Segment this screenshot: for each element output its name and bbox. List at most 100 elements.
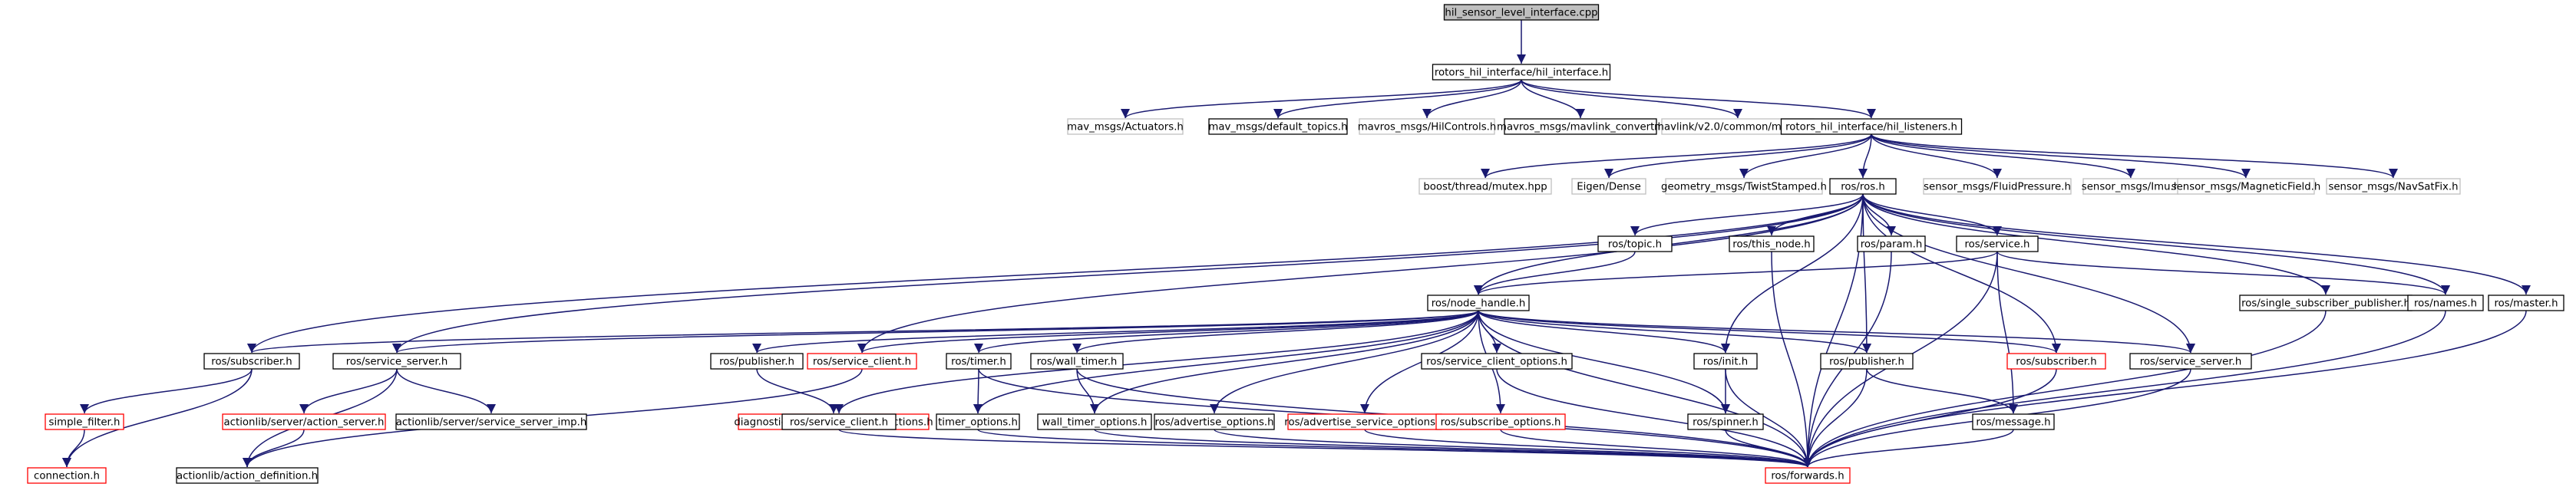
node-box: [45, 413, 124, 430]
edge-n17-to-n49: [1771, 251, 1812, 468]
node-n21[interactable]: ros/single_subscriber_publisher.h: [2239, 295, 2413, 311]
edge-n07-to-n09: [1604, 133, 1872, 179]
edge-n01-to-n02: [1121, 79, 1522, 119]
node-label: actionlib/action_definition.h: [177, 471, 318, 482]
node-n07[interactable]: rotors_hil_interface/hil_listeners.h: [1780, 118, 1963, 135]
edge-n11-to-n22: [1862, 193, 2450, 295]
edge-n01-to-n04: [1422, 79, 1522, 119]
node-n00[interactable]: hil_sensor_level_interface.cpp: [1443, 4, 1600, 21]
edge-n28-to-n40: [973, 368, 983, 414]
edge-n19-to-n20: [1474, 251, 1998, 295]
node-label: mavros_msgs/mavlink_convert.h: [1497, 122, 1664, 133]
node-n46[interactable]: ros/message.h: [1972, 413, 2055, 430]
node-n29[interactable]: ros/wall_timer.h: [1030, 353, 1124, 370]
node-box: [781, 413, 897, 430]
node-box: [1829, 178, 1897, 195]
node-n42[interactable]: ros/advertise_options.h: [1154, 413, 1275, 430]
node-n26[interactable]: ros/publisher.h: [710, 353, 804, 370]
node-n34[interactable]: ros/service_server.h: [2129, 353, 2252, 370]
node-box: [1030, 353, 1124, 370]
node-label: actionlib/server/service_server_imp.h: [396, 417, 587, 429]
node-box: [27, 467, 107, 484]
node-box: [2177, 178, 2315, 195]
edge-n32-to-n46: [1866, 368, 2018, 414]
node-n15: sensor_msgs/NavSatFix.h: [2326, 178, 2461, 195]
node-box: [807, 353, 917, 370]
node-n30[interactable]: ros/service_client_options.h: [1421, 353, 1573, 370]
node-label: rotors_hil_interface/hil_listeners.h: [1785, 122, 1957, 133]
node-n25[interactable]: ros/service_server.h: [332, 353, 461, 370]
node-n01[interactable]: rotors_hil_interface/hil_interface.h: [1432, 64, 1611, 81]
node-box: [936, 413, 1020, 430]
node-box: [1421, 353, 1573, 370]
node-n32[interactable]: ros/publisher.h: [1820, 353, 1914, 370]
edge-n32-to-n49: [1803, 368, 1868, 468]
edge-n11-to-n24: [247, 193, 1864, 354]
node-n40[interactable]: timer_options.h: [936, 413, 1020, 430]
node-n17[interactable]: ros/this_node.h: [1729, 235, 1815, 252]
node-n47[interactable]: connection.h: [27, 467, 107, 484]
node-box: [1208, 118, 1348, 135]
node-n27[interactable]: ros/service_client.h: [807, 353, 917, 370]
node-n44[interactable]: ros/subscribe_options.h: [1435, 413, 1566, 430]
node-label: ros/service_client_options.h: [1426, 357, 1567, 368]
node-n23[interactable]: ros/master.h: [2488, 295, 2564, 311]
edge-n01-to-n03: [1273, 79, 1522, 119]
node-box: [1435, 413, 1566, 430]
node-n20[interactable]: ros/node_handle.h: [1427, 295, 1530, 311]
node-label: ros/timer.h: [951, 357, 1006, 368]
node-n48[interactable]: actionlib/action_definition.h: [176, 467, 319, 484]
edge-n20-to-n28: [974, 310, 1479, 354]
node-box: [1427, 295, 1530, 311]
node-box: [1765, 467, 1851, 484]
edge-n20-to-n25: [392, 310, 1479, 354]
node-box: [1665, 178, 1823, 195]
node-label: ros/subscriber.h: [211, 357, 292, 368]
edge-n07-to-n08: [1481, 133, 1872, 179]
node-label: ros/master.h: [2494, 298, 2558, 310]
node-box: [1418, 178, 1552, 195]
node-box: [1571, 178, 1646, 195]
node-box: [946, 353, 1012, 370]
edge-n20-to-n34: [1478, 310, 2195, 354]
edge-n22-to-n49: [1803, 310, 2446, 468]
node-n11[interactable]: ros/ros.h: [1829, 178, 1897, 195]
node-box: [1693, 353, 1758, 370]
node-box: [1956, 235, 2039, 252]
node-label: mav_msgs/default_topics.h: [1208, 122, 1347, 133]
node-box: [1359, 118, 1495, 135]
edge-n29-to-n41: [1076, 368, 1099, 414]
node-n28[interactable]: ros/timer.h: [946, 353, 1012, 370]
edge-n43-to-n49: [1364, 429, 1812, 468]
node-n43[interactable]: ros/advertise_service_options.h: [1284, 413, 1445, 430]
edge-n20-to-n41: [1090, 310, 1479, 414]
node-n35[interactable]: simple_filter.h: [45, 413, 124, 430]
node-n03[interactable]: mav_msgs/default_topics.h: [1208, 118, 1348, 135]
node-n36[interactable]: actionlib/server/action_server.h: [222, 413, 386, 430]
edge-n20-to-n29: [1072, 310, 1479, 354]
node-label: ros/service_server.h: [2140, 357, 2242, 368]
node-n31[interactable]: ros/init.h: [1693, 353, 1758, 370]
node-n33[interactable]: ros/subscriber.h: [2006, 353, 2106, 370]
node-label: ros/service_client.h: [790, 417, 888, 429]
node-label: wall_timer_options.h: [1042, 417, 1148, 429]
node-n05[interactable]: mavros_msgs/mavlink_convert.h: [1497, 118, 1664, 135]
node-box: [1972, 413, 2055, 430]
node-n24[interactable]: ros/subscriber.h: [203, 353, 300, 370]
node-n49[interactable]: ros/forwards.h: [1765, 467, 1851, 484]
node-n16[interactable]: ros/topic.h: [1597, 235, 1673, 252]
node-n19[interactable]: ros/service.h: [1956, 235, 2039, 252]
node-label: connection.h: [34, 471, 100, 482]
node-n39[interactable]: ros/service_client.h: [781, 413, 897, 430]
node-box: [1067, 118, 1184, 135]
node-n18[interactable]: ros/param.h: [1857, 235, 1926, 252]
node-box: [332, 353, 461, 370]
edge-n07-to-n14: [1871, 133, 2251, 179]
node-n45[interactable]: ros/spinner.h: [1687, 413, 1764, 430]
edge-n07-to-n11: [1858, 133, 1872, 179]
node-n37[interactable]: actionlib/server/service_server_imp.h: [395, 413, 587, 430]
node-n41[interactable]: wall_timer_options.h: [1037, 413, 1152, 430]
node-box: [2488, 295, 2564, 311]
node-label: hil_sensor_level_interface.cpp: [1445, 8, 1597, 19]
node-n22[interactable]: ros/names.h: [2407, 295, 2484, 311]
